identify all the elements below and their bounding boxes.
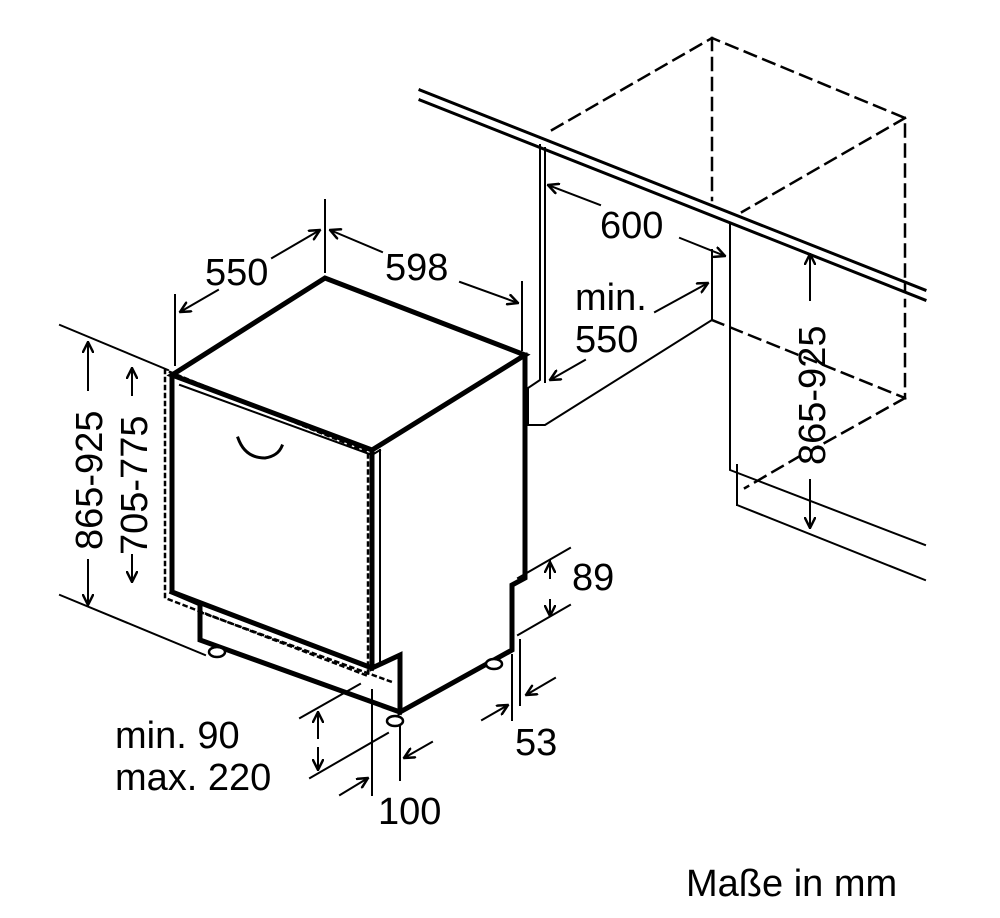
ext-plinth-bottom [516,603,572,637]
label-plinth-top: 89 [572,557,614,599]
ext-height-top [58,323,170,372]
label-foot-max: max. 220 [115,757,271,799]
label-height-inner: 705-775 [114,416,156,555]
label-height-left: 865-925 [69,411,111,550]
niche-floor-front-2 [743,454,802,490]
niche-top-back [550,36,907,292]
label-depth: 550 [205,252,268,294]
niche-floor-front [810,396,907,452]
dim-53-arrow-left [480,703,510,722]
right-side-face [369,352,528,717]
installation-niche [418,36,927,582]
units-note: Maße in mm [686,863,897,905]
dishwasher-body [163,275,531,728]
label-plinth-depth: 53 [515,722,557,764]
label-foot-offset: 100 [378,791,441,833]
ext-foot-bottom [308,731,390,780]
countertop-bottom-edge [418,98,927,302]
ext-foot-top [298,682,362,720]
dim-width-arrow-right [458,280,520,303]
dim-100-arrow-right [402,740,434,760]
dim-niche-depth-arrow-bottom [548,358,587,382]
dimension-labels: 550 598 865-925 705-775 600 min. 550 865… [69,205,897,905]
dim-53-arrow-right [524,676,557,697]
label-niche-depth: 550 [575,319,638,361]
label-niche-height: 865-925 [792,326,834,465]
dim-100-arrow-left [338,776,370,797]
dim-depth-arrow-bottom [178,288,220,314]
foot-front-right [385,714,405,728]
top-face [166,275,531,453]
label-foot-min: min. 90 [115,715,240,757]
dimension-lines [58,185,810,797]
dim-niche-depth-arrow-top [653,281,710,314]
label-width: 598 [385,247,448,289]
dim-width-arrow-left [328,230,384,254]
door-bottom-edge [168,588,376,672]
right-cabinet-plinth [736,464,927,582]
countertop-top-edge [418,88,927,292]
label-niche-width: 600 [600,205,663,247]
right-cabinet-edge [729,224,927,547]
door-top-lip [178,383,382,457]
niche-top-right [740,116,907,214]
foot-front-left [207,645,227,659]
label-niche-min: min. [575,277,647,319]
dim-niche-width-arrow-left [546,185,602,207]
front-lower-edge [169,372,404,716]
door-handle [236,436,284,460]
foot-back-right [484,657,504,671]
dim-depth-arrow-top [270,228,322,260]
plinth-dotted-line [198,610,394,684]
dim-niche-width-arrow-right [678,236,727,256]
door-panel-outline [163,368,370,678]
